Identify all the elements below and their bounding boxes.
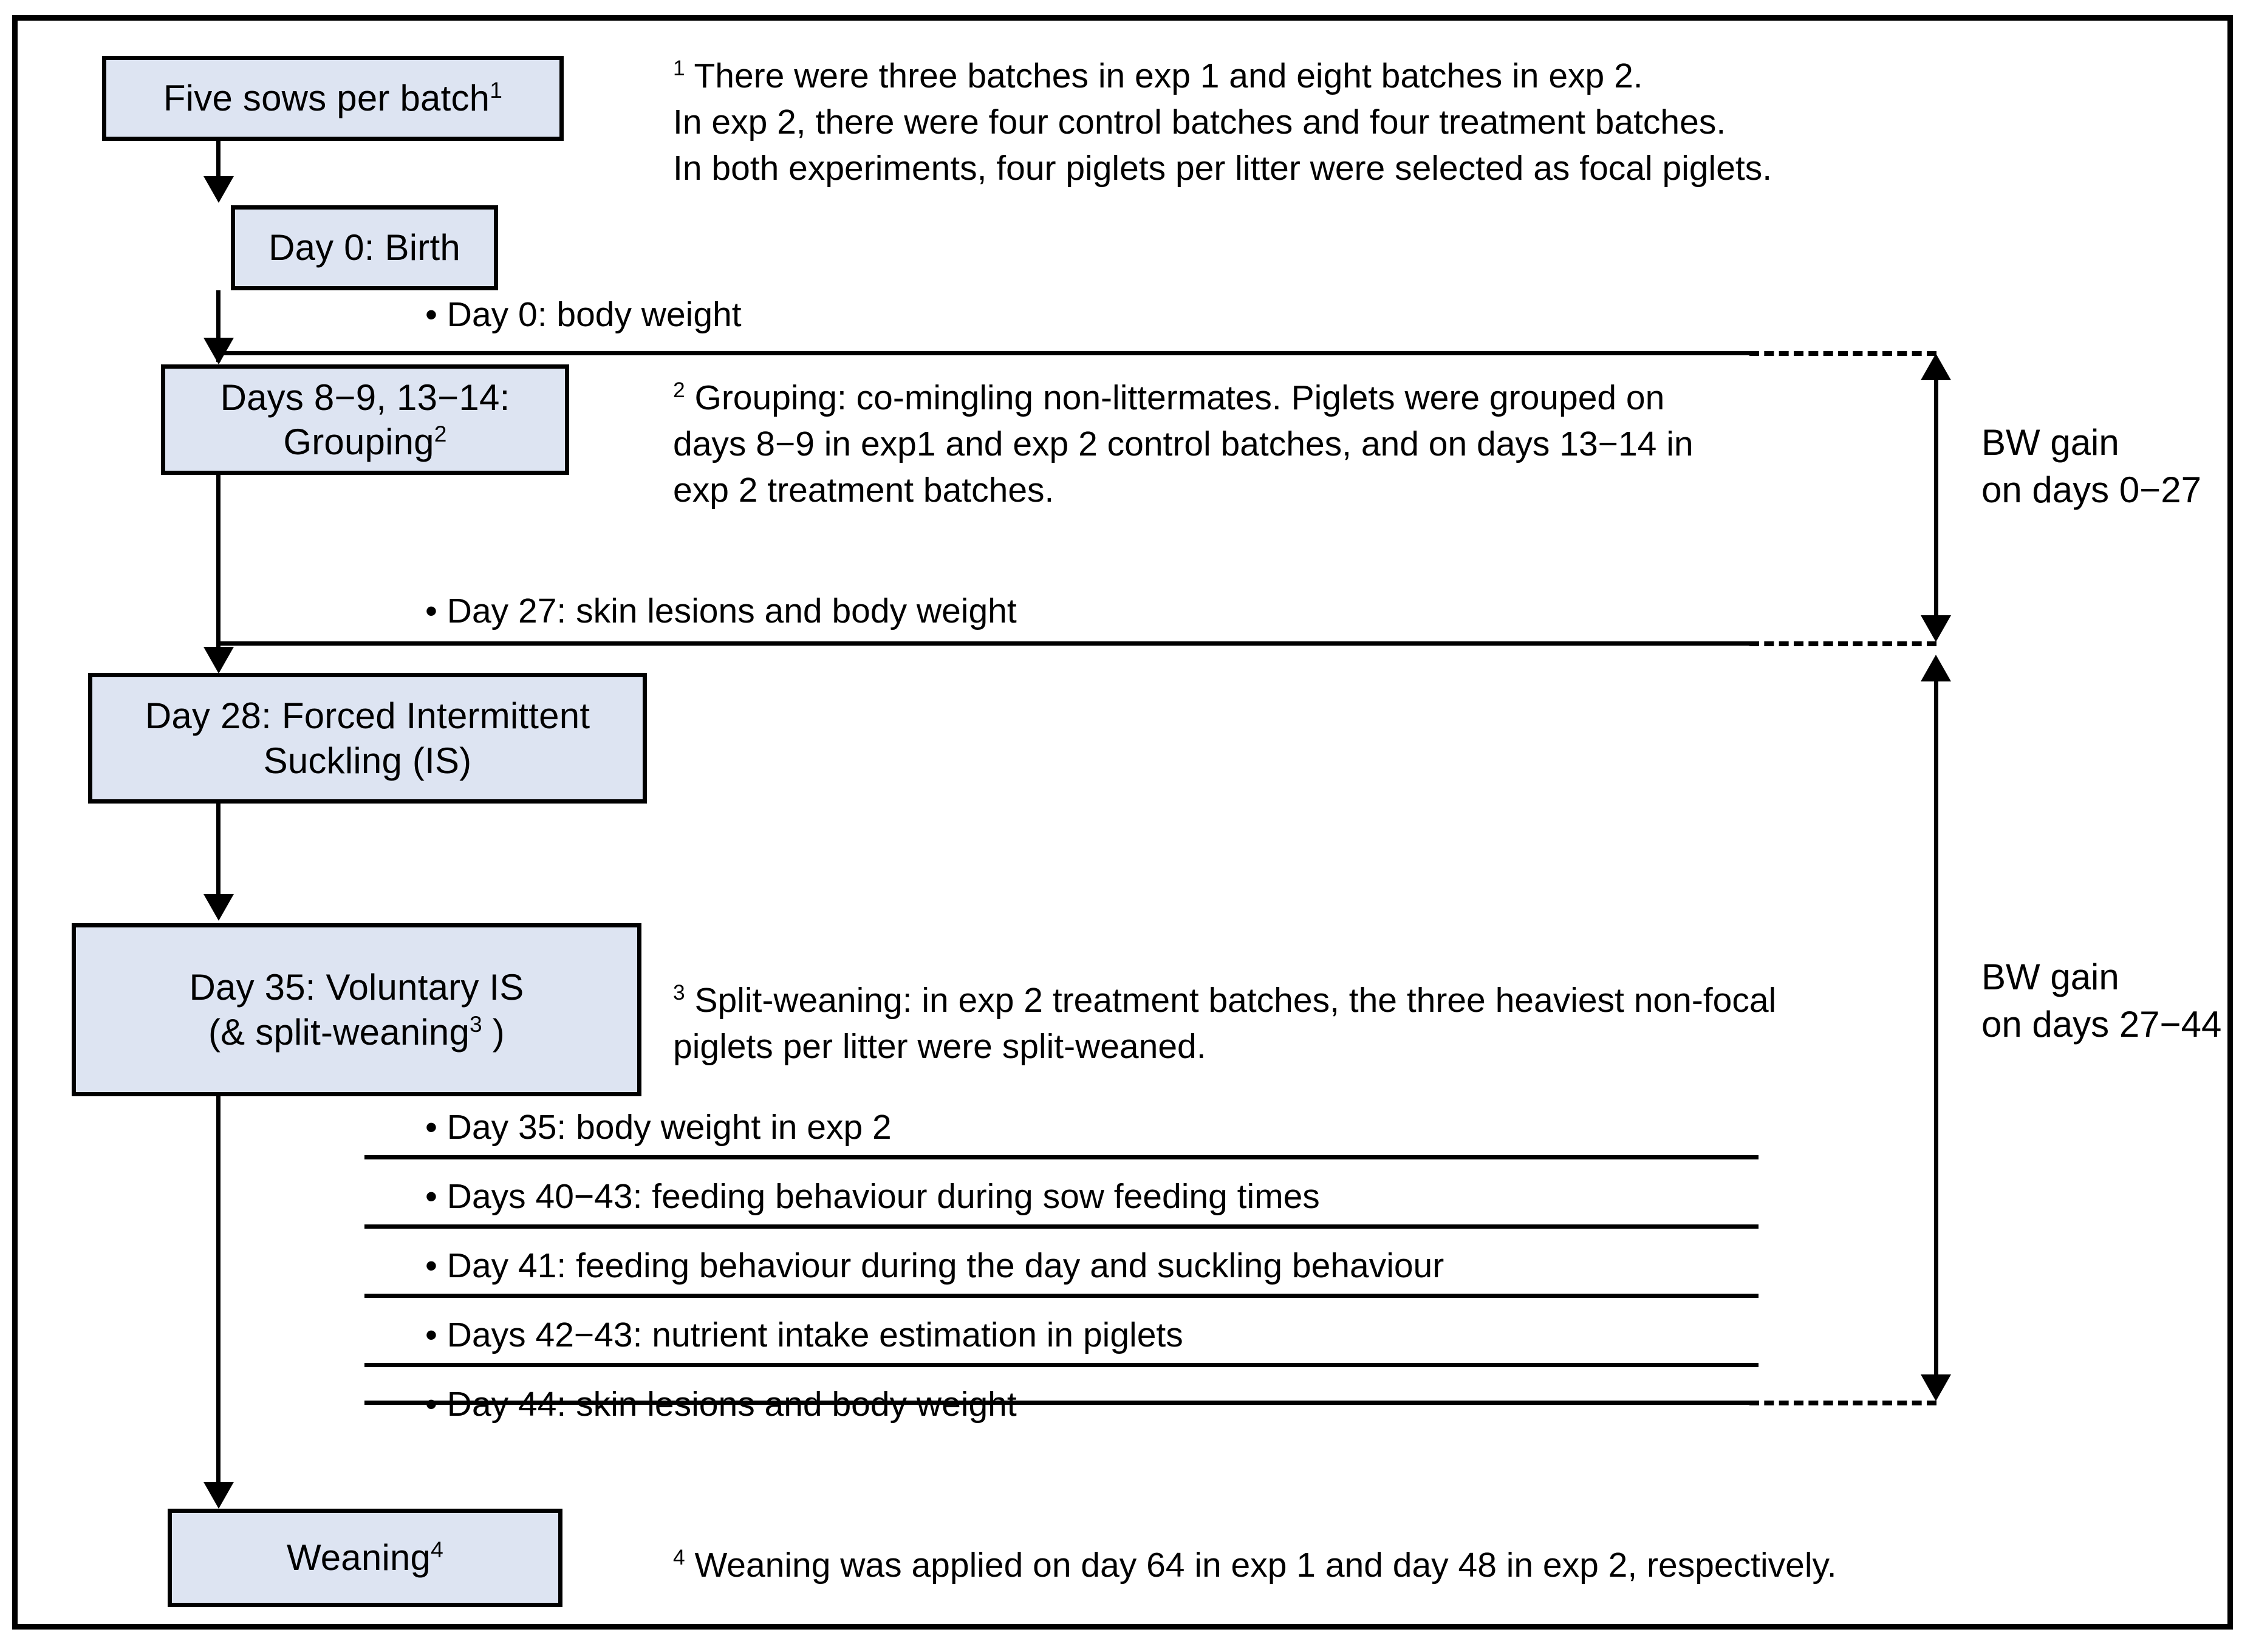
arrowhead-sows-to-birth-icon — [203, 176, 234, 203]
measurement-line-day-44 — [364, 1401, 1759, 1405]
box-label: Days 8−9, 13−14: Grouping2 — [220, 377, 510, 462]
bw-gain-27-44-axis — [1934, 665, 1938, 1391]
footnote-2: 2 Grouping: co-mingling non-littermates.… — [673, 378, 1694, 510]
box-day-0-birth: Day 0: Birth — [231, 205, 498, 290]
arrowhead-vis-to-weaning-icon — [203, 1482, 234, 1509]
connector-birth-to-grouping — [216, 290, 220, 362]
measurement-line-day-0 — [216, 351, 1752, 355]
measurement-day-40-43-label: • Days 40−43: feeding behaviour during s… — [425, 1177, 1320, 1216]
box-label: Five sows per batch1 — [163, 77, 503, 119]
box-label: Day 0: Birth — [268, 227, 460, 268]
box-grouping: Days 8−9, 13−14: Grouping2 — [161, 364, 569, 475]
measurement-day-35-label: • Day 35: body weight in exp 2 — [425, 1108, 892, 1147]
bw-gain-0-27-label: BW gain on days 0−27 — [1981, 422, 2201, 510]
box-day-28-forced-intermittent-suckling: Day 28: Forced Intermittent Suckling (IS… — [88, 673, 647, 804]
arrowhead-fis-to-vis-icon — [203, 894, 234, 921]
measurement-day-0-label: • Day 0: body weight — [425, 295, 742, 334]
connector-fis-to-vis — [216, 804, 220, 898]
box-day-35-voluntary-is: Day 35: Voluntary IS (& split-weaning3 ) — [72, 923, 641, 1096]
measurement-line-day-35 — [364, 1155, 1759, 1159]
measurement-line-day-40-43 — [364, 1224, 1759, 1229]
footnote-marker-2-icon: 2 — [673, 378, 685, 402]
bw-gain-0-27-axis — [1934, 364, 1938, 632]
connector-sows-to-birth — [216, 141, 220, 179]
footnote-marker-1: 1 — [490, 77, 503, 103]
measurement-day-41-label: • Day 41: feeding behaviour during the d… — [425, 1246, 1444, 1285]
arrowhead-grouping-to-fis-icon — [203, 647, 234, 674]
measurement-line-day-42-43 — [364, 1363, 1759, 1367]
measurement-line-day-27-dashed — [1749, 641, 1936, 646]
measurement-line-day-0-dashed — [1749, 351, 1936, 356]
bw-gain-27-44-label: BW gain on days 27−44 — [1981, 957, 2222, 1045]
connector-vis-to-weaning — [216, 1096, 220, 1486]
footnote-3: 3 Split-weaning: in exp 2 treatment batc… — [673, 981, 1777, 1066]
box-weaning: Weaning4 — [168, 1509, 562, 1607]
footnote-1: 1 There were three batches in exp 1 and … — [673, 56, 1772, 188]
box-label: Day 28: Forced Intermittent Suckling (IS… — [145, 695, 590, 781]
footnote-4: 4 Weaning was applied on day 64 in exp 1… — [673, 1546, 1837, 1585]
measurement-line-day-41 — [364, 1294, 1759, 1298]
footnote-marker-3: 3 — [470, 1011, 482, 1037]
footnote-marker-4: 4 — [431, 1537, 443, 1563]
measurement-day-27-label: • Day 27: skin lesions and body weight — [425, 592, 1017, 630]
connector-grouping-to-fis — [216, 475, 220, 651]
box-five-sows-per-batch: Five sows per batch1 — [102, 56, 564, 141]
footnote-marker-1-icon: 1 — [673, 56, 685, 80]
measurement-line-day-27 — [216, 641, 1752, 646]
footnote-marker-3-icon: 3 — [673, 981, 685, 1005]
footnote-marker-2: 2 — [434, 421, 447, 446]
arrowhead-bw27-44-top-icon — [1921, 655, 1951, 681]
measurement-line-day-44-dashed — [1749, 1401, 1936, 1405]
footnote-marker-4-icon: 4 — [673, 1546, 685, 1569]
box-label: Weaning4 — [286, 1537, 443, 1579]
box-label: Day 35: Voluntary IS (& split-weaning3 ) — [189, 967, 524, 1053]
measurement-day-42-43-label: • Days 42−43: nutrient intake estimation… — [425, 1316, 1183, 1354]
